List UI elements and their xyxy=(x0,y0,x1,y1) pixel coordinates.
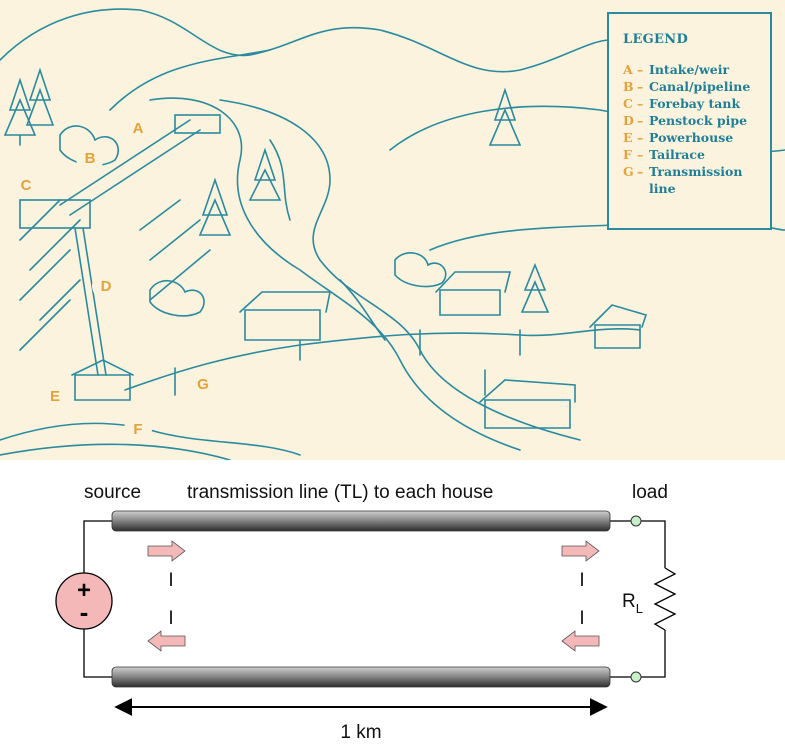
legend-key: D xyxy=(623,113,634,128)
current-label-bottom-left: I xyxy=(168,608,173,629)
legend-label: Powerhouse xyxy=(649,130,734,145)
micro-hydro-scene: A B C D E F G LEGEND A–Intake/weir B–Can… xyxy=(0,0,785,461)
map-label-e: E xyxy=(41,382,69,410)
legend-key: F xyxy=(623,147,632,162)
hill-ridge-back xyxy=(0,8,611,73)
resistor-subscript: L xyxy=(636,601,643,616)
current-label-top-right: I xyxy=(579,570,584,591)
canal-pipeline xyxy=(59,119,201,216)
house-1 xyxy=(239,291,331,341)
terminal-bottom xyxy=(630,671,642,683)
legend-key: G xyxy=(623,164,634,179)
legend-item-c: C–Forebay tank xyxy=(623,95,770,112)
tree-2 xyxy=(25,67,55,126)
legend-key: A xyxy=(623,62,633,77)
legend-label: Tailrace xyxy=(649,147,705,162)
map-label-g: G xyxy=(189,370,217,398)
shrub-2 xyxy=(149,280,205,317)
legend-label: Transmission line xyxy=(649,164,743,196)
conductor-top xyxy=(111,510,611,532)
tree-3 xyxy=(248,147,282,201)
legend-item-f: F–Tailrace xyxy=(623,146,770,163)
powerhouse xyxy=(71,359,134,401)
current-arrow-top-right xyxy=(561,540,600,562)
source-wire-bottom xyxy=(83,629,114,678)
map-label-b: B xyxy=(76,144,104,172)
tree-4 xyxy=(198,177,232,236)
conductor-bottom xyxy=(111,666,611,688)
legend-label: Canal/pipeline xyxy=(649,79,751,94)
legend-key: B xyxy=(623,79,634,94)
circuit-drawing: source transmission line (TL) to each ho… xyxy=(55,482,677,743)
terminal-top xyxy=(630,515,642,527)
source-minus-sign: - xyxy=(80,597,89,627)
load-label: load xyxy=(632,482,668,503)
map-label-d: D xyxy=(92,272,120,300)
river-bank-left xyxy=(149,97,521,451)
source-wire-top xyxy=(83,520,114,573)
legend-item-a: A–Intake/weir xyxy=(623,61,770,78)
house-4 xyxy=(479,379,576,429)
house-3 xyxy=(589,304,648,349)
current-arrow-bottom-left xyxy=(147,630,186,652)
current-arrow-bottom-right xyxy=(561,630,600,652)
tree-5 xyxy=(488,87,522,146)
legend-title: LEGEND xyxy=(623,32,689,47)
resistor-symbol: R xyxy=(622,591,636,612)
legend-key: E xyxy=(623,130,633,145)
hill-ridge-left xyxy=(109,49,271,111)
tree-1 xyxy=(3,77,37,146)
line-label: transmission line (TL) to each house xyxy=(187,482,493,503)
voltage-source-icon xyxy=(55,572,113,630)
load-wire-bottom xyxy=(641,630,666,678)
current-arrow-top-left xyxy=(147,540,186,562)
resistor-icon xyxy=(653,567,677,631)
river-ripple-1 xyxy=(269,139,291,221)
transmission-circuit: source transmission line (TL) to each ho… xyxy=(0,460,785,748)
map-label-c: C xyxy=(12,171,40,199)
map-label-f: F xyxy=(124,415,152,443)
map-label-a: A xyxy=(124,114,152,142)
transmission-poles xyxy=(174,329,521,396)
river-bank-right xyxy=(219,99,581,441)
stream-bank-2 xyxy=(0,443,231,461)
legend-label: Forebay tank xyxy=(649,96,741,111)
legend-item-b: B–Canal/pipeline xyxy=(623,78,770,95)
current-label-top-left: I xyxy=(168,570,173,591)
load-wire-top xyxy=(641,520,666,568)
legend-label: Intake/weir xyxy=(649,62,730,77)
resistor-label: RL xyxy=(622,591,643,616)
shrub-3 xyxy=(394,252,447,288)
house-2 xyxy=(435,271,512,316)
river-ripple-2 xyxy=(339,279,386,341)
source-plus-sign: + xyxy=(77,577,91,604)
legend-box: LEGEND A–Intake/weir B–Canal/pipeline C–… xyxy=(607,12,772,230)
legend-label: Penstock pipe xyxy=(649,113,748,128)
source-label: source xyxy=(84,482,141,503)
penstock-pipe xyxy=(74,227,107,376)
tree-6 xyxy=(520,262,550,313)
legend-item-d: D–Penstock pipe xyxy=(623,112,770,129)
slope-hatching xyxy=(19,199,211,351)
forebay-tank xyxy=(19,199,91,229)
transmission-wire xyxy=(124,328,641,391)
legend-key: C xyxy=(623,96,633,111)
current-label-bottom-right: I xyxy=(579,608,584,629)
legend-item-e: E–Powerhouse xyxy=(623,129,770,146)
intake-weir xyxy=(174,114,221,134)
length-label: 1 km xyxy=(340,722,381,743)
legend-item-g: G–Transmission line xyxy=(623,163,770,197)
